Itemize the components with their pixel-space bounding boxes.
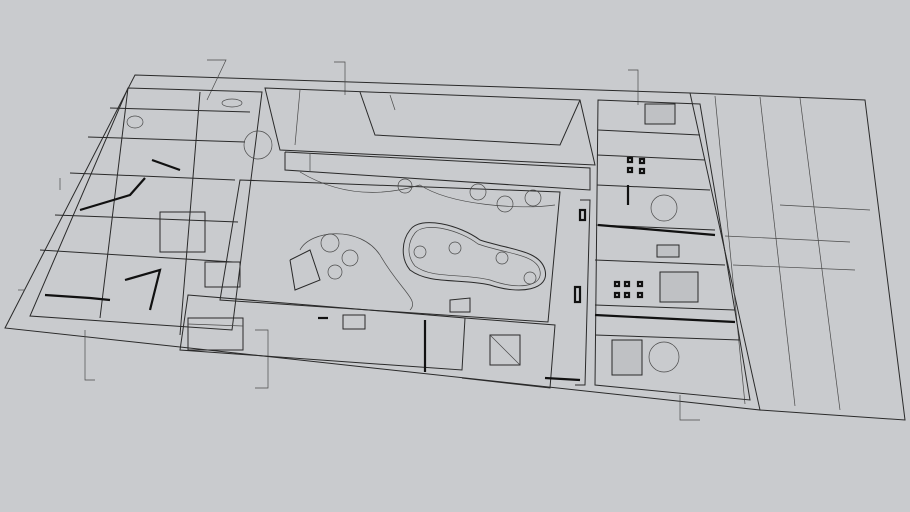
dining-chairs: [613, 156, 646, 299]
outer-outline: [4, 74, 906, 421]
right-wing-rooms: [594, 99, 751, 401]
central-roof-and-courtyard: [219, 87, 680, 389]
left-wing-rooms: [29, 87, 273, 336]
leader-lines: [18, 59, 700, 421]
round-tables: [320, 178, 680, 373]
